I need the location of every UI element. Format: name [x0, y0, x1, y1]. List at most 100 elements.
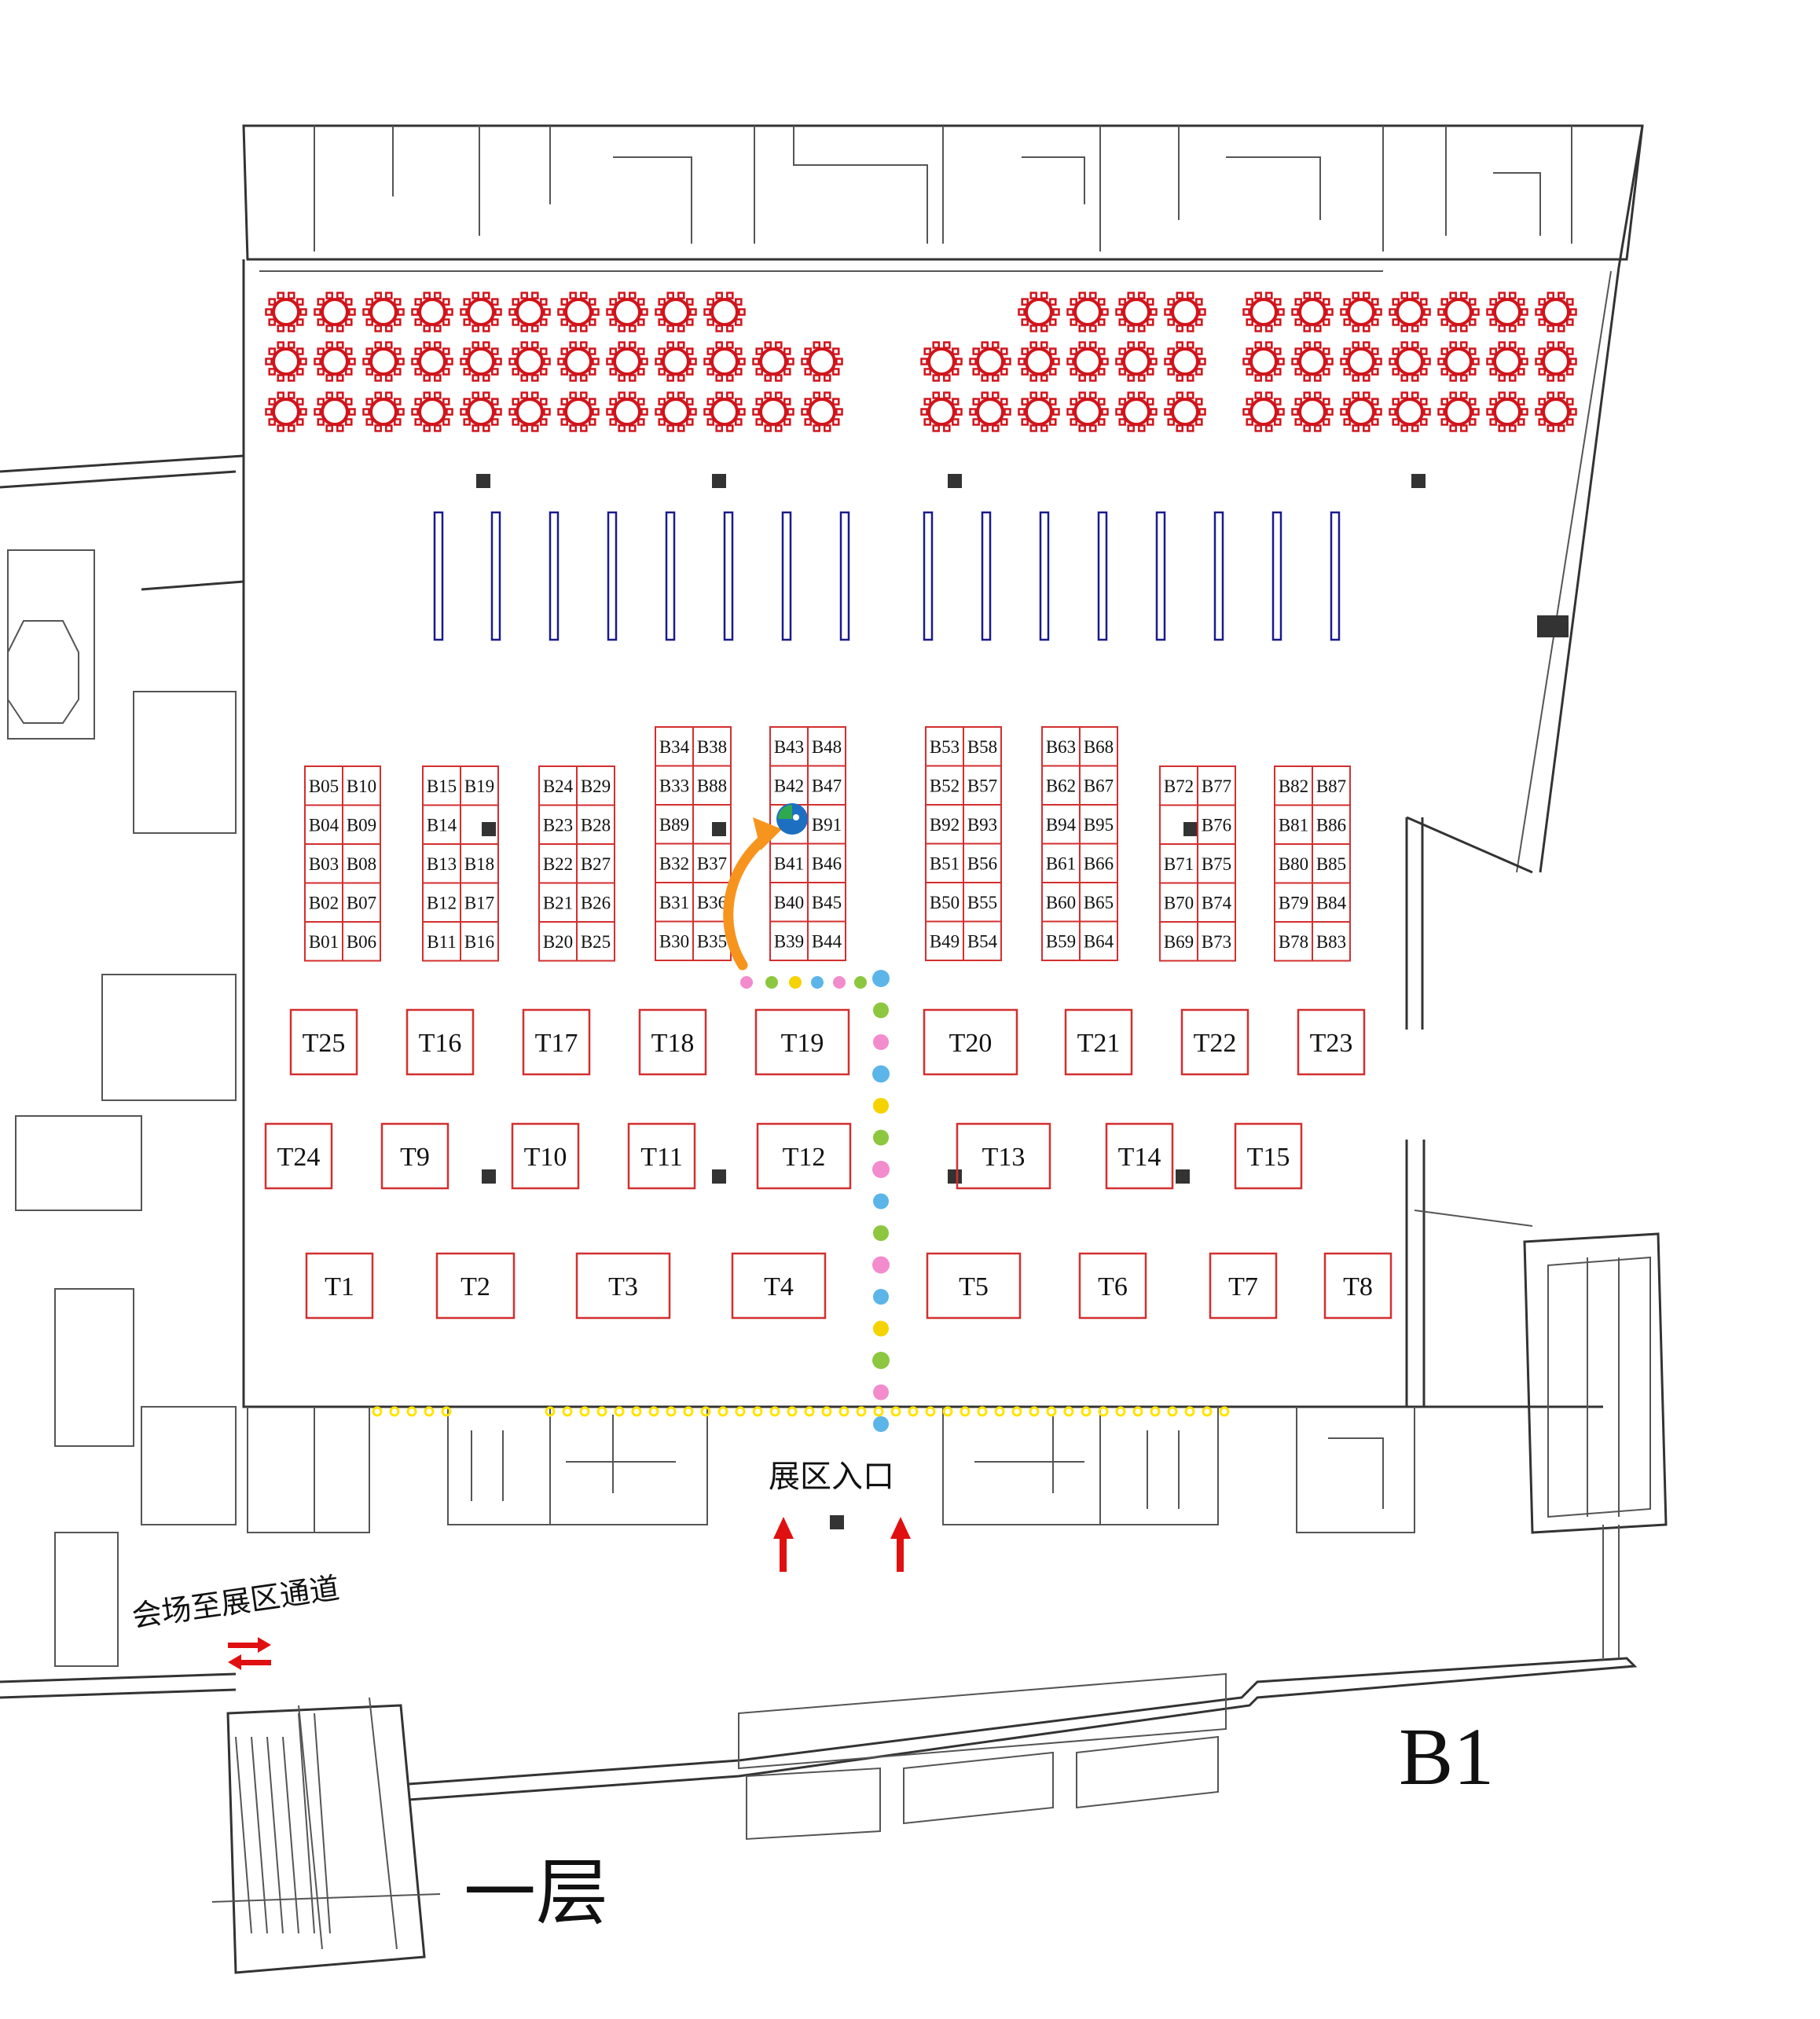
exhibit-table[interactable]: T18 [638, 1008, 707, 1076]
booth[interactable]: B41 [769, 842, 809, 883]
booth[interactable]: B23 [538, 804, 578, 845]
booth[interactable]: B63 [1041, 726, 1081, 767]
booth[interactable]: B16 [460, 921, 499, 962]
booth[interactable]: B83 [1312, 921, 1351, 962]
booth[interactable]: B93 [963, 804, 1002, 845]
booth[interactable]: B77 [1197, 765, 1236, 806]
booth[interactable]: B57 [963, 765, 1002, 806]
booth[interactable]: B50 [925, 882, 964, 923]
booth[interactable]: B95 [1079, 804, 1118, 845]
booth[interactable]: B71 [1159, 843, 1198, 884]
booth[interactable]: B25 [576, 921, 615, 962]
exhibit-table[interactable]: T13 [956, 1122, 1051, 1190]
booth[interactable]: B75 [1197, 843, 1236, 884]
booth[interactable]: B44 [807, 920, 846, 961]
booth[interactable]: B47 [807, 765, 846, 806]
booth[interactable]: B04 [304, 804, 343, 845]
booth[interactable]: B78 [1274, 921, 1313, 962]
exhibit-table[interactable]: T10 [511, 1122, 580, 1190]
booth[interactable]: B28 [576, 804, 615, 845]
exhibit-table[interactable]: T20 [923, 1008, 1018, 1076]
booth[interactable]: B53 [925, 726, 964, 767]
booth[interactable]: B07 [342, 882, 381, 923]
exhibit-table[interactable]: T6 [1078, 1252, 1147, 1320]
booth[interactable]: B40 [769, 882, 809, 923]
booth[interactable]: B85 [1312, 843, 1351, 884]
booth[interactable]: B15 [422, 765, 461, 806]
exhibit-table[interactable]: T7 [1209, 1252, 1278, 1320]
booth[interactable]: B48 [807, 726, 846, 767]
booth[interactable]: B05 [304, 765, 343, 806]
booth[interactable]: B22 [538, 843, 578, 884]
booth[interactable]: B33 [655, 765, 694, 806]
booth[interactable]: B59 [1041, 920, 1081, 961]
booth[interactable]: B58 [963, 726, 1002, 767]
booth[interactable]: B72 [1159, 765, 1198, 806]
booth[interactable]: B02 [304, 882, 343, 923]
booth[interactable]: B92 [925, 804, 964, 845]
exhibit-table[interactable]: T15 [1234, 1122, 1303, 1190]
booth[interactable]: B38 [692, 726, 732, 767]
exhibit-table[interactable]: T5 [926, 1252, 1022, 1320]
booth[interactable]: B12 [422, 882, 461, 923]
booth[interactable]: B86 [1312, 804, 1351, 845]
booth[interactable]: B30 [655, 920, 694, 961]
booth[interactable]: B08 [342, 843, 381, 884]
booth[interactable]: B87 [1312, 765, 1351, 806]
booth[interactable]: B45 [807, 882, 846, 923]
exhibit-table[interactable]: T4 [731, 1252, 827, 1320]
booth[interactable]: B13 [422, 843, 461, 884]
exhibit-table[interactable]: T23 [1297, 1008, 1366, 1076]
exhibit-table[interactable]: T21 [1064, 1008, 1133, 1076]
exhibit-table[interactable]: T11 [627, 1122, 696, 1190]
booth[interactable]: B89 [655, 804, 694, 845]
location-marker-icon[interactable] [776, 803, 808, 835]
booth[interactable]: B88 [692, 765, 732, 806]
exhibit-table[interactable]: T1 [305, 1252, 374, 1320]
exhibit-table[interactable]: T8 [1323, 1252, 1393, 1320]
exhibit-table[interactable]: T25 [289, 1008, 358, 1076]
exhibit-table[interactable]: T3 [575, 1252, 671, 1320]
booth[interactable]: B69 [1159, 921, 1198, 962]
booth[interactable]: B24 [538, 765, 578, 806]
booth[interactable]: B17 [460, 882, 499, 923]
booth[interactable]: B27 [576, 843, 615, 884]
booth[interactable]: B31 [655, 882, 694, 923]
booth[interactable]: B68 [1079, 726, 1118, 767]
booth[interactable]: B66 [1079, 842, 1118, 883]
booth[interactable]: B39 [769, 920, 809, 961]
booth[interactable]: B34 [655, 726, 694, 767]
booth[interactable]: B60 [1041, 882, 1081, 923]
booth[interactable]: B79 [1274, 882, 1313, 923]
booth[interactable]: B37 [692, 842, 732, 883]
booth[interactable]: B91 [807, 804, 846, 845]
exhibit-table[interactable]: T2 [435, 1252, 516, 1320]
booth[interactable]: B80 [1274, 843, 1313, 884]
booth[interactable]: B64 [1079, 920, 1118, 961]
booth[interactable]: B51 [925, 842, 964, 883]
booth[interactable]: B20 [538, 921, 578, 962]
exhibit-table[interactable]: T12 [756, 1122, 852, 1190]
booth[interactable]: B43 [769, 726, 809, 767]
booth[interactable]: B54 [963, 920, 1002, 961]
booth[interactable]: B56 [963, 842, 1002, 883]
booth[interactable]: B65 [1079, 882, 1118, 923]
booth[interactable]: B32 [655, 842, 694, 883]
exhibit-table[interactable]: T19 [754, 1008, 850, 1076]
booth[interactable]: B52 [925, 765, 964, 806]
booth[interactable]: B82 [1274, 765, 1313, 806]
exhibit-table[interactable]: T17 [522, 1008, 591, 1076]
booth[interactable]: B11 [422, 921, 461, 962]
booth[interactable]: B49 [925, 920, 964, 961]
booth[interactable]: B26 [576, 882, 615, 923]
booth[interactable]: B61 [1041, 842, 1081, 883]
booth[interactable]: B14 [422, 804, 461, 845]
booth[interactable]: B09 [342, 804, 381, 845]
booth[interactable]: B76 [1197, 804, 1236, 845]
booth[interactable]: B46 [807, 842, 846, 883]
booth[interactable]: B19 [460, 765, 499, 806]
booth[interactable]: B81 [1274, 804, 1313, 845]
booth[interactable]: B01 [304, 921, 343, 962]
exhibit-table[interactable]: T16 [405, 1008, 475, 1076]
booth[interactable]: B70 [1159, 882, 1198, 923]
